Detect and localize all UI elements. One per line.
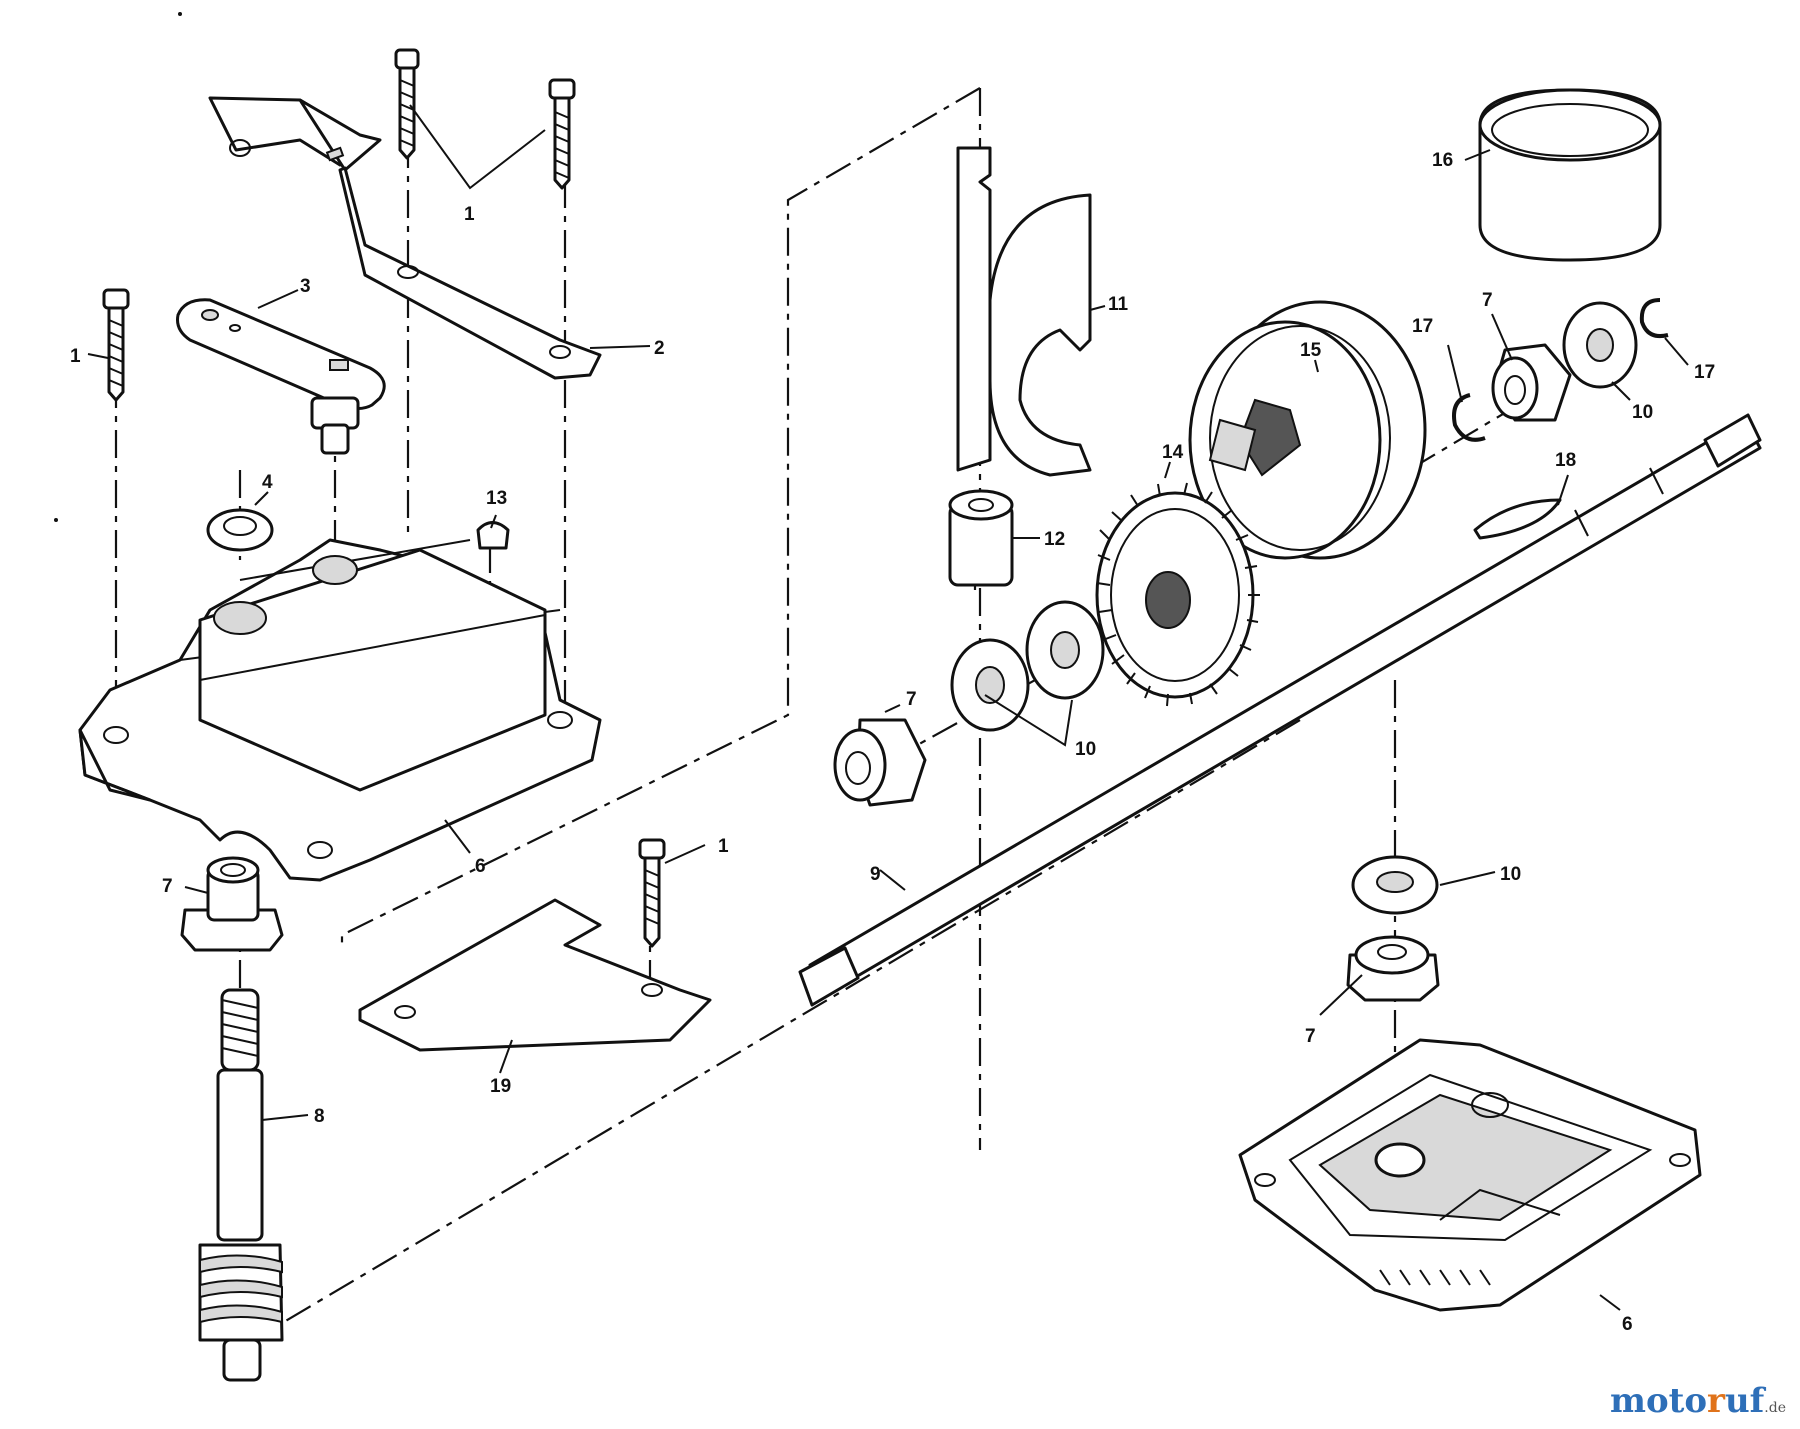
part-2-bracket (208, 96, 602, 380)
part-17-ring-right (1639, 298, 1669, 339)
stray-dot (178, 12, 182, 16)
part-7-bushing-center (833, 718, 927, 807)
callout-8: 8 (314, 1106, 325, 1127)
screw-1-top-right (548, 78, 576, 190)
part-16-sleeve (1478, 88, 1662, 262)
callout-1-bottom: 1 (718, 836, 729, 857)
part-14-gear (1095, 482, 1260, 707)
callout-7-right-top: 7 (1482, 290, 1493, 311)
callout-1-top: 1 (464, 204, 475, 225)
callout-13: 13 (486, 488, 507, 509)
callout-3: 3 (300, 276, 311, 297)
part-7-bushing-right-top (1491, 343, 1572, 422)
callout-7-bottom: 7 (1305, 1026, 1316, 1047)
part-10-washer-left-a (950, 638, 1030, 732)
part-11-shift-fork (956, 146, 1092, 477)
part-15-clutch-pulley (1188, 300, 1427, 560)
callout-17-right: 17 (1694, 362, 1715, 383)
callout-labels: 1 1 1 2 3 4 6 6 7 7 7 7 8 9 10 10 10 11 … (70, 150, 1715, 1335)
part-18-key (1473, 498, 1562, 540)
screw-1-bottom (638, 838, 666, 948)
part-19-plate (358, 898, 712, 1052)
watermark-tld: .de (1764, 1400, 1786, 1416)
callout-2: 2 (654, 338, 665, 359)
part-10-washer-bottom (1351, 855, 1439, 915)
part-10-washer-left-b (1025, 600, 1105, 700)
callout-9: 9 (870, 864, 881, 885)
callout-17-left: 17 (1412, 316, 1433, 337)
screw-1-left (102, 288, 130, 402)
watermark-logo: motoruf.de (1610, 1381, 1786, 1421)
callout-7-left: 7 (162, 876, 173, 897)
part-7-bushing-bottom (1346, 935, 1440, 1002)
callout-6-lower: 6 (1622, 1314, 1633, 1335)
part-9-axle-shaft (798, 413, 1762, 1007)
part-8-worm-shaft (198, 988, 284, 1382)
stray-dot (54, 518, 58, 522)
callout-10-bottom: 10 (1500, 864, 1521, 885)
callout-10-center: 10 (1075, 739, 1096, 760)
part-7-bushing-left (180, 856, 284, 952)
part-10-washer-right-top (1562, 301, 1638, 389)
leader-lines (87, 104, 1689, 1311)
part-6-lower-housing (1238, 1038, 1702, 1312)
part-3-lever (176, 298, 386, 455)
callout-14: 14 (1162, 442, 1184, 463)
callout-15: 15 (1300, 340, 1322, 361)
callout-6-upper: 6 (475, 856, 486, 877)
callout-1-left: 1 (70, 346, 81, 367)
part-4-washer (206, 508, 274, 552)
screw-1-top-left (394, 48, 420, 160)
part-12-spacer (948, 489, 1014, 587)
callout-4: 4 (262, 472, 273, 493)
callout-11: 11 (1108, 294, 1129, 315)
part-6-upper-housing (78, 538, 602, 882)
callout-12: 12 (1044, 529, 1065, 550)
callout-19: 19 (490, 1076, 511, 1097)
callout-7-center: 7 (906, 689, 917, 710)
callout-16: 16 (1432, 150, 1453, 171)
callout-10-right-top: 10 (1632, 402, 1653, 423)
watermark-main: motoruf (1609, 1381, 1765, 1421)
callout-18: 18 (1555, 450, 1576, 471)
